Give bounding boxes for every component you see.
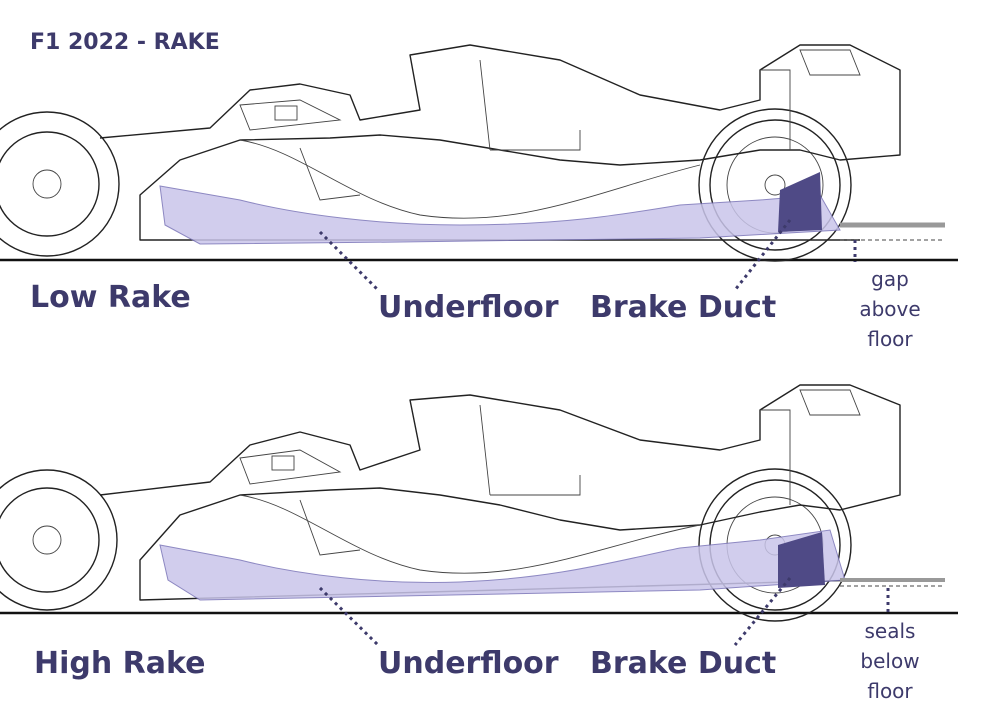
- gap-note-low: gap above floor: [855, 264, 925, 354]
- high-rake-label: High Rake: [34, 646, 206, 681]
- low-rake-car: [0, 44, 958, 292]
- front-wheel-high: [0, 469, 118, 611]
- brake-duct-label-low: Brake Duct: [590, 290, 777, 325]
- chassis-outline-low: [99, 44, 901, 241]
- chassis-outline-high: [99, 384, 901, 601]
- underfloor-label-low: Underfloor: [378, 290, 559, 325]
- diagram-title: F1 2022 - RAKE: [30, 30, 220, 55]
- low-rake-label: Low Rake: [30, 280, 191, 315]
- note-line: floor: [867, 679, 913, 703]
- leader-brake-duct-high: [733, 577, 792, 646]
- brake-duct-label-high: Brake Duct: [590, 646, 777, 681]
- seals-note-high: seals below floor: [852, 616, 928, 706]
- underfloor-shape-low: [159, 185, 841, 245]
- high-rake-car: [0, 384, 958, 647]
- underfloor-shape-high: [159, 529, 846, 601]
- brake-duct-high: [778, 532, 825, 588]
- brake-duct-low: [778, 172, 822, 232]
- note-line: floor: [867, 327, 913, 351]
- note-line: gap: [871, 267, 909, 291]
- leader-brake-duct-low: [733, 219, 792, 291]
- underfloor-label-high: Underfloor: [378, 646, 559, 681]
- note-line: below: [860, 649, 920, 673]
- rear-wheel-low: [698, 108, 852, 262]
- front-wheel-low: [0, 111, 120, 257]
- note-line: seals: [864, 619, 916, 643]
- note-line: above: [859, 297, 921, 321]
